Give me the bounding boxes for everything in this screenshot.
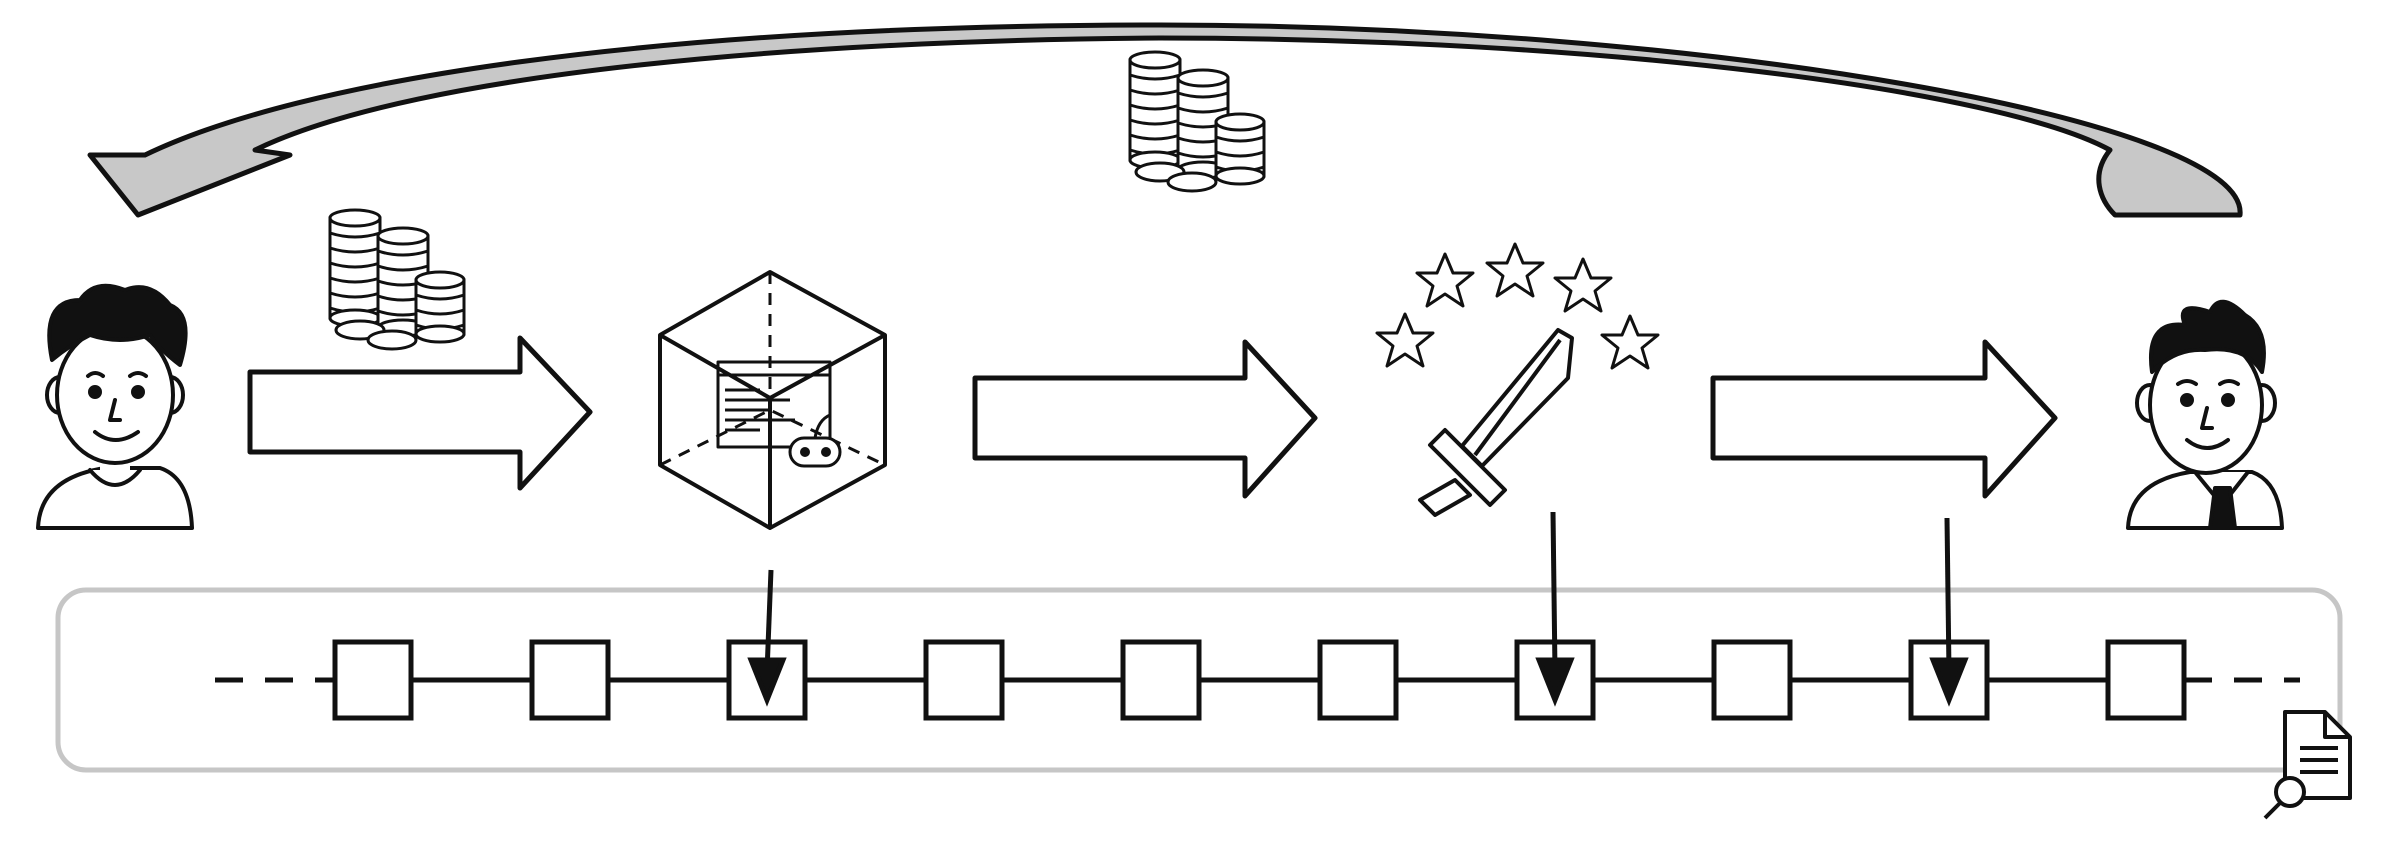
record-arrow-1 <box>764 569 774 673</box>
coin-stack-icon-top <box>1128 50 1266 193</box>
document-search-icon <box>2263 710 2352 820</box>
record-arrows <box>747 511 1969 707</box>
sword-icon <box>1418 328 1574 517</box>
cube-with-code-and-gamepad-icon <box>658 270 887 530</box>
block-8 <box>1711 639 1793 721</box>
block-4 <box>923 639 1005 721</box>
record-arrowhead-1 <box>747 657 787 707</box>
block-6 <box>1317 639 1399 721</box>
block-5 <box>1120 639 1202 721</box>
block-10 <box>2105 639 2187 721</box>
blockchain-chain <box>215 639 2300 721</box>
stars-icon <box>1375 242 1660 370</box>
record-arrow-3 <box>1944 517 1952 673</box>
ledger-frame <box>55 587 2343 773</box>
return-payment-arrow <box>87 22 2243 218</box>
flow-arrow-2 <box>972 339 1318 499</box>
flow-arrow-1 <box>247 335 593 491</box>
record-arrow-2 <box>1550 511 1558 673</box>
coin-stack-icon-left <box>328 208 466 351</box>
block-2 <box>529 639 611 721</box>
record-arrowhead-3 <box>1929 657 1969 707</box>
block-1 <box>332 639 414 721</box>
businessman-with-tie-icon <box>2126 299 2284 530</box>
flow-arrow-3 <box>1710 339 2058 499</box>
record-arrowhead-2 <box>1535 657 1575 707</box>
curly-hair-person-icon <box>36 283 194 530</box>
